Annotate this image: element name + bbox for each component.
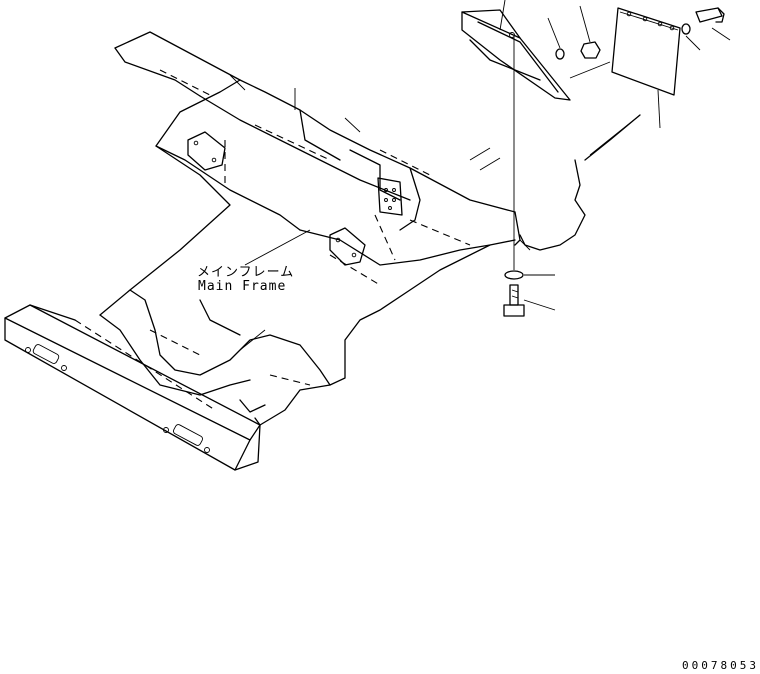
mud-flap-bracket — [461, 9, 571, 101]
nut-upper — [579, 5, 601, 59]
leader-line-bracket — [499, 0, 506, 31]
washer-lower — [504, 270, 555, 280]
bolt-right — [695, 7, 731, 41]
main-frame-body — [99, 31, 521, 426]
drawing-number: 00078053 — [682, 659, 759, 672]
bolt-lower — [503, 284, 556, 317]
washer-right — [681, 23, 701, 51]
main-frame-label-japanese: メインフレーム — [197, 265, 295, 280]
main-frame-label-english: Main Frame — [198, 279, 287, 294]
frame-continuation-outline — [519, 114, 641, 251]
leader-line-frame-right — [589, 114, 641, 156]
washer-upper — [547, 17, 565, 60]
leader-line-flap — [569, 61, 611, 79]
mud-flap — [611, 7, 681, 129]
